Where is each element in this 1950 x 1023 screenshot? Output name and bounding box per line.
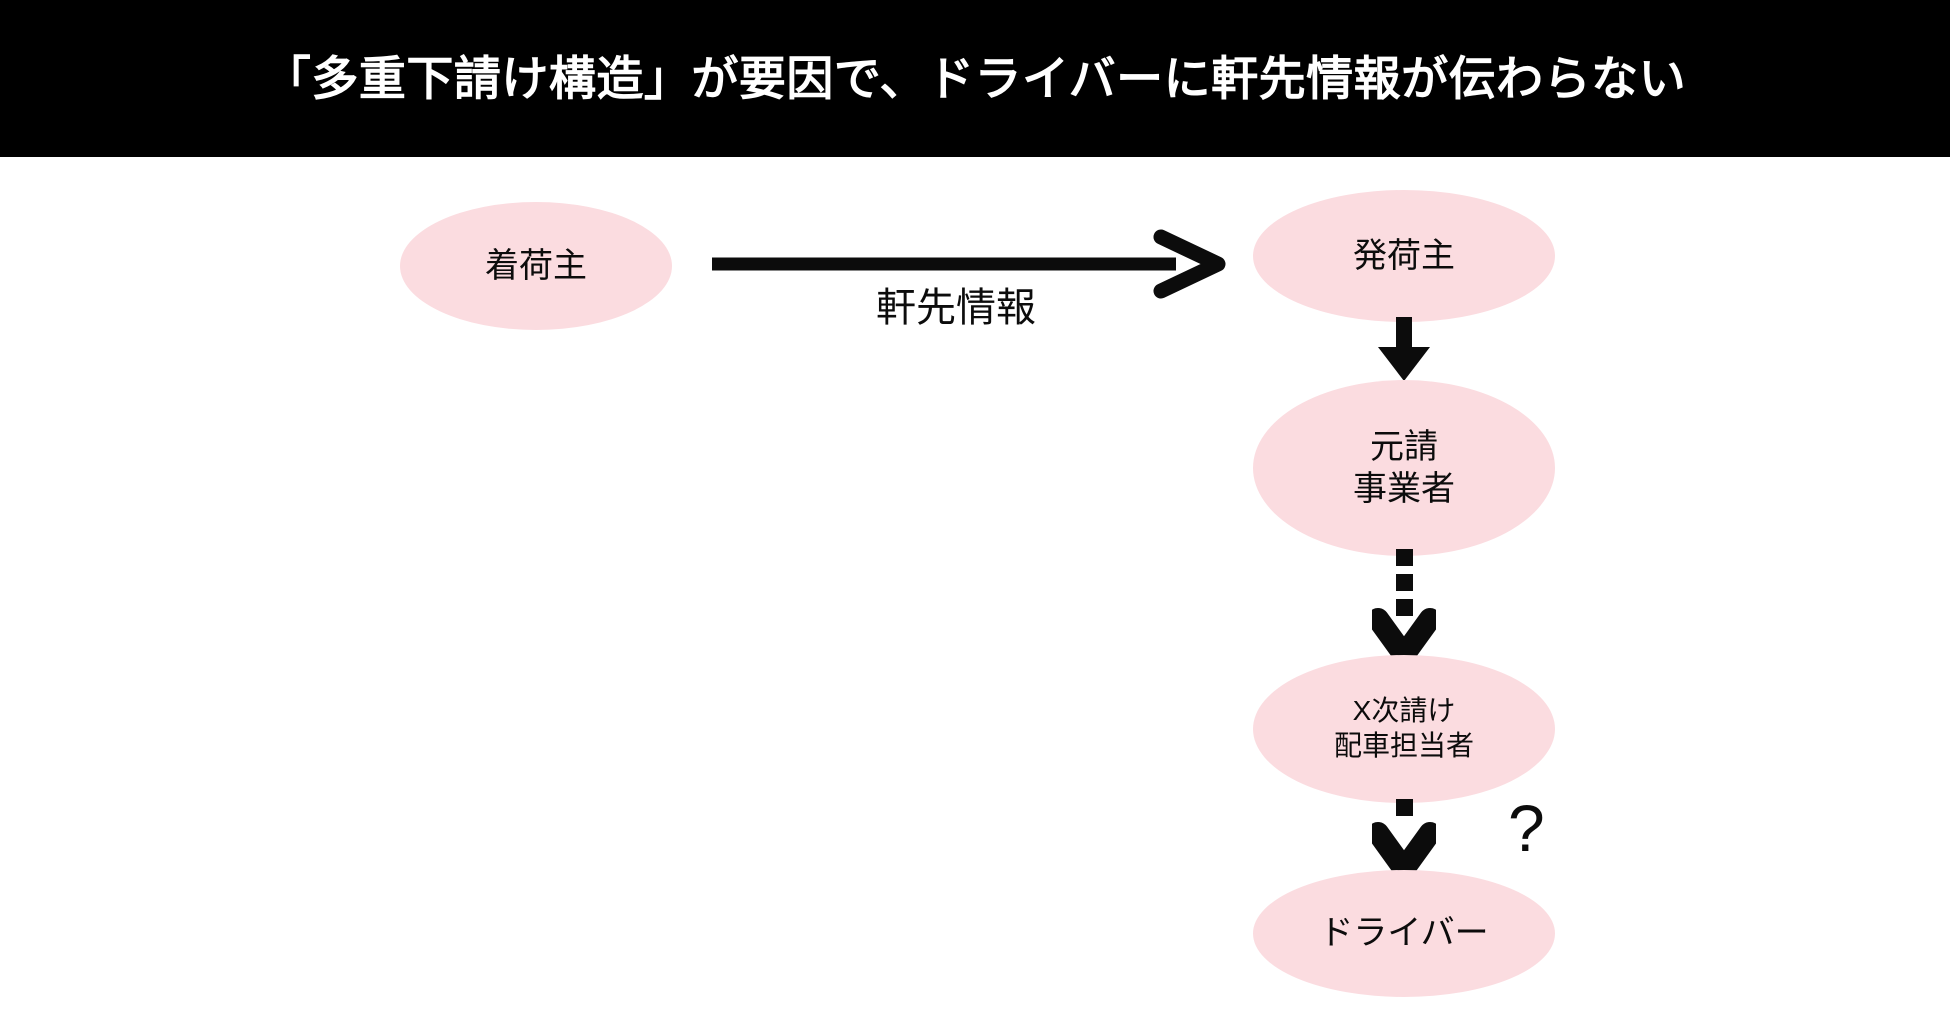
- node-driver-label-line-1: ドライバー: [1319, 914, 1489, 953]
- node-receiver-label-line-1: 着荷主: [485, 246, 587, 285]
- arrow-shaft: [1396, 317, 1412, 353]
- node-prime-contractor-label-line-1: 元請: [1370, 427, 1438, 466]
- node-receiver[interactable]: 着荷主: [400, 202, 672, 330]
- arrow-dash-2: [1396, 574, 1413, 591]
- arrow-dash-3: [1396, 599, 1413, 616]
- arrow-head: [1372, 822, 1436, 877]
- node-subcontractor-dispatcher-label-line-1: X次請け: [1352, 695, 1456, 727]
- edge-receiver-to-shipper-arrow: [712, 229, 1226, 299]
- page-title: 「多重下請け構造」が要因で、ドライバーに軒先情報が伝わらない: [263, 52, 1687, 105]
- node-subcontractor-dispatcher-label-line-2: 配車担当者: [1333, 730, 1474, 761]
- title-bar: 「多重下請け構造」が要因で、ドライバーに軒先情報が伝わらない: [0, 0, 1950, 157]
- node-driver[interactable]: ドライバー: [1253, 870, 1555, 997]
- edge-subcontractor-to-driver-arrow: [1372, 799, 1436, 877]
- edge-shipper-to-prime-arrow: [1378, 317, 1430, 381]
- arrow-head: [1153, 229, 1226, 299]
- node-prime-contractor-label-line-2: 事業者: [1353, 470, 1455, 508]
- node-prime-contractor[interactable]: 元請 事業者: [1253, 380, 1555, 556]
- node-subcontractor-dispatcher[interactable]: X次請け 配車担当者: [1253, 655, 1555, 803]
- edge-prime-to-subcontractor-arrow: [1372, 549, 1436, 659]
- question-mark-annotation: ?: [1508, 791, 1545, 865]
- node-shipper[interactable]: 発荷主: [1253, 190, 1555, 322]
- arrow-head: [1378, 347, 1430, 381]
- arrow-head: [1372, 608, 1436, 659]
- node-shipper-label-line-1: 発荷主: [1353, 236, 1455, 275]
- arrow-dash-1: [1396, 549, 1413, 566]
- edge-receiver-to-shipper-label: 軒先情報: [876, 286, 1036, 330]
- arrow-dash-1: [1396, 799, 1413, 816]
- diagram-canvas: 着荷主 軒先情報 発荷主 元請 事業者 X次請け 配車担当者 ? ドライバー: [0, 157, 1950, 1023]
